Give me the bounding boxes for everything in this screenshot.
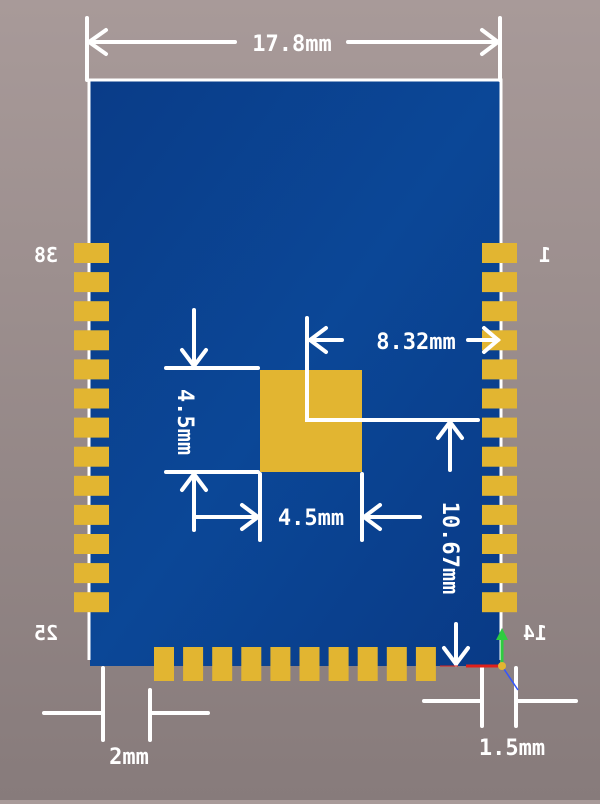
right-pad (482, 388, 517, 409)
pin-25-label: 25 (34, 621, 58, 645)
left-pad (74, 504, 109, 525)
right-pad (482, 243, 517, 263)
pad-vertical-offset-dimension (436, 418, 470, 668)
origin-axis-icon (440, 628, 519, 691)
bottom-pad (154, 647, 174, 681)
right-pad (482, 504, 517, 525)
pin-1-label: 1 (539, 243, 551, 267)
right-pad-column (482, 243, 517, 613)
right-bottom-margin-dimension (422, 666, 578, 728)
right-pad (482, 359, 517, 380)
left-bottom-margin-dimension (42, 666, 210, 742)
left-pad-column (74, 243, 109, 613)
right-pad (482, 446, 517, 467)
bottom-pad (270, 647, 291, 681)
right-pad (482, 592, 517, 613)
left-pad (74, 563, 109, 584)
left-pad (74, 446, 109, 467)
bottom-pad (386, 647, 407, 681)
thermal-pad-height-dimension (164, 308, 260, 532)
width-dimension (85, 16, 502, 82)
pad-offset-dimension (305, 316, 502, 422)
pad-offset-dimension-label: 8.32mm (376, 330, 455, 355)
pin-14-label: 14 (523, 621, 547, 645)
bottom-pad (357, 647, 378, 681)
right-pad (482, 301, 517, 322)
left-bottom-margin-dimension-label: 2mm (109, 745, 149, 770)
bottom-pad (183, 647, 204, 681)
right-pad (482, 475, 517, 496)
thermal-pad-width-dimension-label: 4.5mm (278, 506, 344, 531)
left-pad (74, 592, 109, 613)
thermal-pad-width-dimension (194, 472, 422, 542)
left-pad (74, 272, 109, 293)
left-pad (74, 301, 109, 322)
left-pad (74, 417, 109, 438)
bottom-pad (299, 647, 320, 681)
width-dimension-label: 17.8mm (252, 32, 331, 57)
thermal-pad-height-dimension-label: 4.5mm (172, 389, 197, 455)
right-pad (482, 534, 517, 554)
left-pad (74, 388, 109, 409)
left-pad (74, 475, 109, 496)
right-pad (482, 272, 517, 293)
bottom-pad (212, 647, 233, 681)
pin-38-label: 38 (34, 243, 58, 267)
bottom-pad (415, 647, 436, 681)
pad-vertical-offset-dimension-label: 10.67mm (437, 502, 462, 595)
left-pad (74, 359, 109, 380)
bottom-pad (328, 647, 349, 681)
left-pad (74, 330, 109, 351)
bottom-pad (241, 647, 262, 681)
bottom-pad-row (154, 647, 436, 681)
right-pad (482, 417, 517, 438)
left-pad (74, 534, 109, 554)
left-pad (74, 243, 109, 263)
right-bottom-margin-dimension-label: 1.5mm (479, 736, 545, 761)
right-pad (482, 563, 517, 584)
